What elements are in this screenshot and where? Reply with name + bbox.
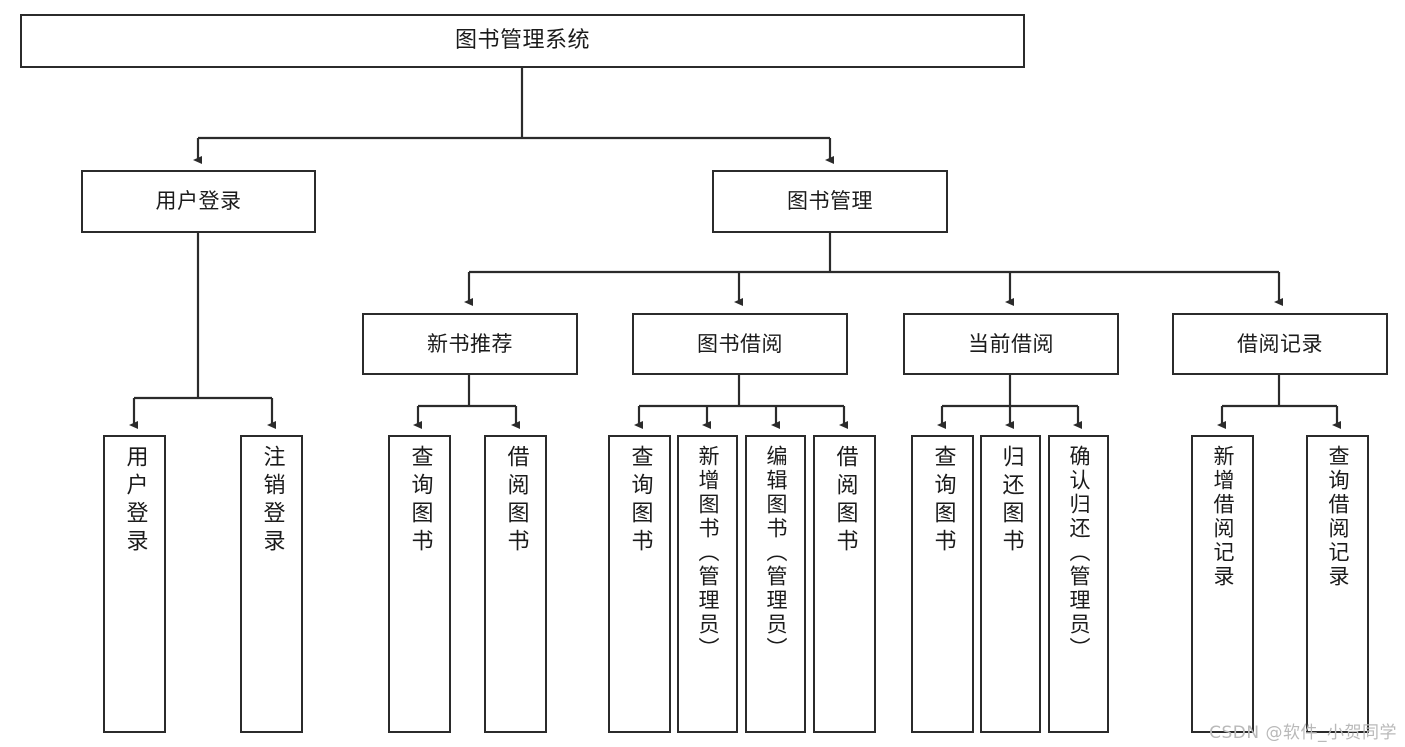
node-label: 编辑图书（管理员） [764, 445, 788, 661]
node-label: 查询借阅记录 [1326, 445, 1350, 589]
node-label: 借阅图书 [832, 445, 858, 557]
leaf-query-borrow-record[interactable]: 查询借阅记录 [1306, 435, 1369, 733]
leaf-edit-book-admin[interactable]: 编辑图书（管理员） [745, 435, 806, 733]
node-label: 借阅图书 [503, 445, 529, 557]
leaf-confirm-return-admin[interactable]: 确认归还（管理员） [1048, 435, 1109, 733]
leaf-logout[interactable]: 注销登录 [240, 435, 303, 733]
leaf-add-book-admin[interactable]: 新增图书（管理员） [677, 435, 738, 733]
node-current-borrow[interactable]: 当前借阅 [903, 313, 1119, 375]
node-label: 查询图书 [627, 445, 653, 557]
node-label: 图书管理 [787, 189, 873, 214]
node-label: 确认归还（管理员） [1067, 445, 1091, 661]
node-label: 归还图书 [998, 445, 1024, 557]
node-label: 借阅记录 [1237, 331, 1323, 356]
node-label: 查询图书 [930, 445, 956, 557]
node-label: 注销登录 [259, 445, 285, 557]
node-label: 用户登录 [155, 189, 242, 214]
node-new-book-recommend[interactable]: 新书推荐 [362, 313, 578, 375]
node-label: 新增借阅记录 [1211, 445, 1235, 589]
node-label: 图书管理系统 [454, 28, 590, 54]
leaf-borrow-book[interactable]: 借阅图书 [813, 435, 876, 733]
leaf-user-login[interactable]: 用户登录 [103, 435, 166, 733]
node-book-borrow[interactable]: 图书借阅 [632, 313, 848, 375]
leaf-query-book-current[interactable]: 查询图书 [911, 435, 974, 733]
node-borrow-record[interactable]: 借阅记录 [1172, 313, 1388, 375]
node-label: 新书推荐 [427, 331, 513, 356]
node-label: 图书借阅 [697, 331, 783, 356]
node-label: 用户登录 [122, 445, 148, 557]
node-user-login[interactable]: 用户登录 [81, 170, 316, 233]
node-label: 当前借阅 [968, 331, 1054, 356]
leaf-add-borrow-record[interactable]: 新增借阅记录 [1191, 435, 1254, 733]
node-label: 查询图书 [407, 445, 433, 557]
node-book-management[interactable]: 图书管理 [712, 170, 948, 233]
leaf-query-book-borrow[interactable]: 查询图书 [608, 435, 671, 733]
leaf-return-book[interactable]: 归还图书 [980, 435, 1041, 733]
leaf-borrow-book-recommend[interactable]: 借阅图书 [484, 435, 547, 733]
node-root-book-management-system[interactable]: 图书管理系统 [20, 14, 1025, 68]
node-label: 新增图书（管理员） [696, 445, 720, 661]
leaf-query-book-recommend[interactable]: 查询图书 [388, 435, 451, 733]
